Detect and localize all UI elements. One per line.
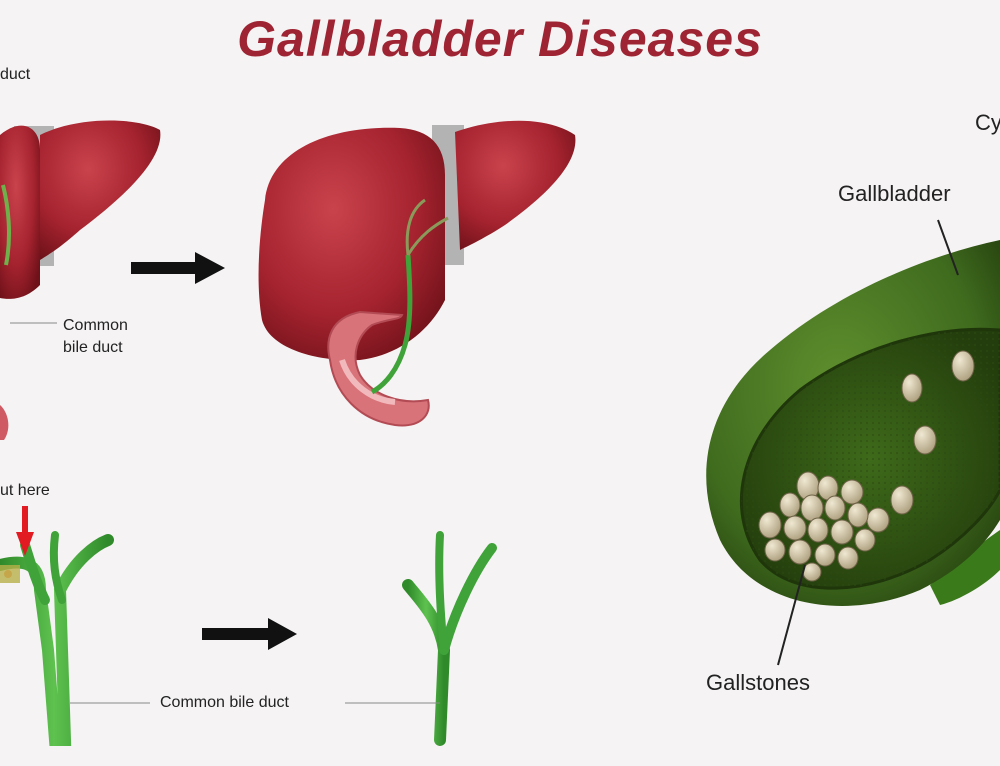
liver-before [0,120,161,440]
right-arrow-icon [131,252,225,284]
label-gallstones: Gallstones [706,670,810,695]
label-common-bile-duct-bottom: Common bile duct [160,694,289,711]
down-arrow-icon [16,506,34,556]
label-common-bile-duct-top: Common bile duct [63,317,128,356]
leader-line [937,219,959,276]
label-gallbladder: Gallbladder [838,181,951,206]
liver-after [258,120,576,427]
bile-duct-after [402,531,497,746]
gallbladder-cross-section [706,240,1000,606]
leader-line [777,564,806,666]
label-cystic: Cy [975,110,1000,135]
page-title: Gallbladder Diseases [237,11,763,67]
bile-ducts-before [0,531,114,746]
right-arrow-icon [202,618,297,650]
label-cystic-duct: duct [0,66,31,83]
gallstones [758,350,975,582]
label-cut-here: ut here [0,482,50,499]
